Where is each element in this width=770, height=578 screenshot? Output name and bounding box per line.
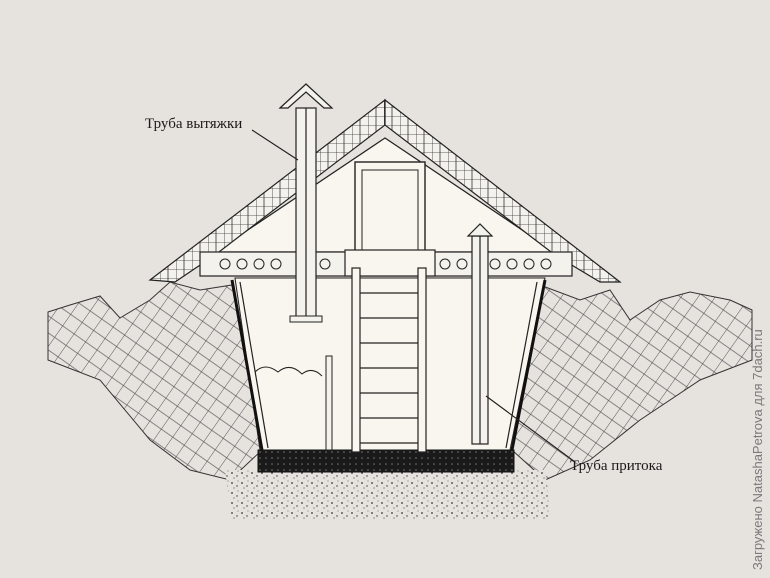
floor-slab <box>257 449 515 473</box>
exhaust-pipe <box>278 83 334 323</box>
hatch-door <box>354 161 426 255</box>
gravel-bed <box>225 470 552 520</box>
exhaust-pipe-label: Труба вытяжки <box>145 116 242 132</box>
exhaust-leader <box>251 129 299 161</box>
left-wall <box>230 279 264 451</box>
shelf-post <box>325 355 333 451</box>
ground-right <box>511 284 753 481</box>
supply-pipe <box>466 223 494 445</box>
stored-produce <box>254 366 323 377</box>
cellar-interior <box>234 277 546 451</box>
watermark: Загружено NatashaPetrova для 7dach.ru <box>750 329 765 570</box>
roof-right <box>384 98 622 283</box>
beam-holes <box>219 258 552 270</box>
supply-pipe-label: Труба притока <box>570 458 663 474</box>
supply-leader <box>485 395 576 463</box>
ground-left <box>47 281 263 481</box>
right-wall <box>510 279 547 451</box>
ladder <box>351 267 427 453</box>
